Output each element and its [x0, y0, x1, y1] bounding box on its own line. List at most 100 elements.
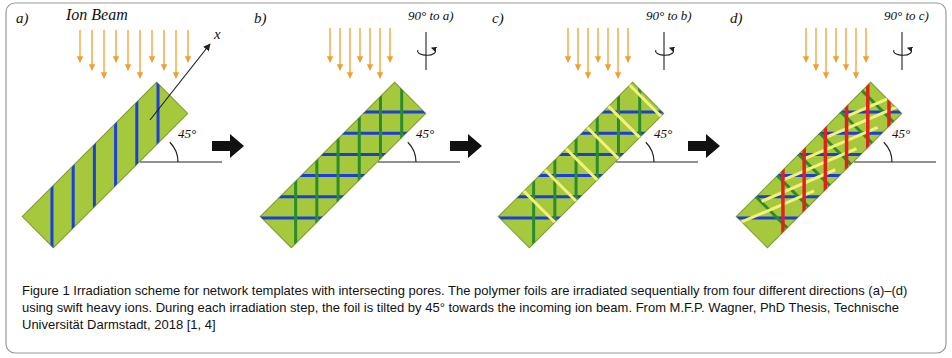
panel-letter: d) — [730, 10, 743, 27]
ion-beam-arrow — [79, 30, 80, 62]
ion-beam-arrow — [865, 28, 866, 62]
sequence-arrow — [688, 134, 720, 158]
ion-track — [97, 93, 177, 173]
rotation-axis — [663, 32, 664, 70]
ion-track — [76, 114, 156, 194]
ion-track — [790, 114, 870, 194]
horizontal-line — [616, 161, 698, 162]
ion-beam-arrow — [389, 28, 390, 62]
panel-drawing — [12, 30, 244, 258]
ion-track — [532, 157, 589, 214]
angle-label: 45° — [654, 126, 672, 142]
beam-label: Ion Beam — [66, 6, 128, 24]
sequence-arrow — [450, 134, 482, 158]
ion-beam-arrow — [329, 28, 330, 62]
ion-beam-arrow — [139, 30, 140, 78]
ion-track — [340, 88, 420, 168]
ion-beam-arrow — [845, 28, 846, 70]
angle-label: 45° — [892, 126, 910, 142]
rotation-symbol — [656, 48, 674, 55]
ion-track — [811, 93, 891, 173]
ion-beam-arrow — [577, 28, 578, 70]
ion-track — [277, 151, 357, 231]
ion-track — [578, 88, 658, 168]
figure-caption: Figure 1 Irradiation scheme for network … — [22, 282, 927, 333]
ion-beam-arrow — [175, 30, 176, 78]
ion-track — [557, 109, 637, 189]
ion-track — [553, 136, 610, 193]
angle-label: 45° — [178, 126, 196, 142]
panel-drawing — [480, 28, 720, 266]
angle-arc — [170, 142, 178, 162]
ion-beam-arrow — [855, 28, 856, 78]
ion-beam-arrow — [187, 30, 188, 62]
ion-track — [764, 140, 844, 220]
ion-beam-arrow — [815, 28, 816, 70]
ion-track — [575, 115, 632, 172]
ion-beam-arrow — [349, 28, 350, 78]
ion-beam-arrow — [835, 28, 836, 62]
angle-arc — [884, 142, 892, 162]
ion-track — [617, 82, 664, 129]
ion-beam-arrow — [115, 30, 116, 62]
ion-beam-arrow — [91, 30, 92, 70]
rotation-axis — [901, 32, 902, 70]
panel-drawing — [250, 28, 482, 258]
ion-track — [736, 178, 806, 248]
ion-track — [536, 130, 616, 210]
ion-track — [362, 82, 426, 146]
ion-beam-arrow — [587, 28, 588, 78]
panel-letter: c) — [492, 10, 504, 27]
ion-beam-arrow — [805, 28, 806, 62]
panel-drawing — [718, 28, 938, 266]
ion-track — [768, 136, 848, 216]
ion-track — [260, 172, 335, 247]
rotation-label: 90° to b) — [646, 8, 692, 24]
ion-beam-arrow — [607, 28, 608, 70]
ion-beam-arrow — [369, 28, 370, 70]
ion-track — [743, 161, 823, 241]
ion-track — [594, 82, 664, 152]
ion-beam-arrow — [339, 28, 340, 70]
ion-track — [743, 184, 800, 241]
ion-track — [747, 157, 827, 237]
angle-arc — [646, 142, 654, 162]
angle-arc — [408, 142, 416, 162]
rotation-label: 90° to a) — [408, 8, 454, 24]
ion-track — [807, 97, 887, 177]
ion-track — [33, 157, 113, 237]
ion-beam-arrow — [359, 28, 360, 62]
horizontal-line — [854, 161, 936, 162]
ion-beam-arrow — [617, 28, 618, 78]
axis-label: x — [214, 26, 221, 43]
angle-label: 45° — [416, 126, 434, 142]
panel-letter: b) — [254, 10, 267, 27]
polymer-foil — [22, 82, 187, 247]
sequence-arrow — [212, 134, 244, 158]
ion-beam-arrow — [127, 30, 128, 70]
figure-frame — [6, 3, 946, 353]
ion-track — [515, 151, 595, 231]
ion-beam-arrow — [103, 30, 104, 78]
ion-track — [498, 172, 573, 247]
ion-beam-arrow — [151, 30, 152, 62]
ion-beam-arrow — [163, 30, 164, 70]
ion-beam-arrow — [825, 28, 826, 78]
rotation-axis — [425, 32, 426, 70]
horizontal-line — [140, 161, 222, 162]
rotation-symbol — [894, 48, 912, 55]
panel-letter: a) — [16, 10, 29, 27]
ion-beam-arrow — [379, 28, 380, 78]
ion-track — [356, 82, 426, 152]
rotation-label: 90° to c) — [884, 8, 929, 24]
ion-track — [596, 94, 653, 151]
rotation-symbol — [418, 48, 436, 55]
horizontal-line — [378, 161, 460, 162]
ion-track — [511, 178, 568, 235]
ion-track — [319, 109, 399, 189]
ion-track — [298, 130, 378, 210]
ion-track — [54, 136, 134, 216]
ion-track — [785, 119, 865, 199]
x-axis — [150, 44, 210, 120]
ion-beam-arrow — [597, 28, 598, 62]
